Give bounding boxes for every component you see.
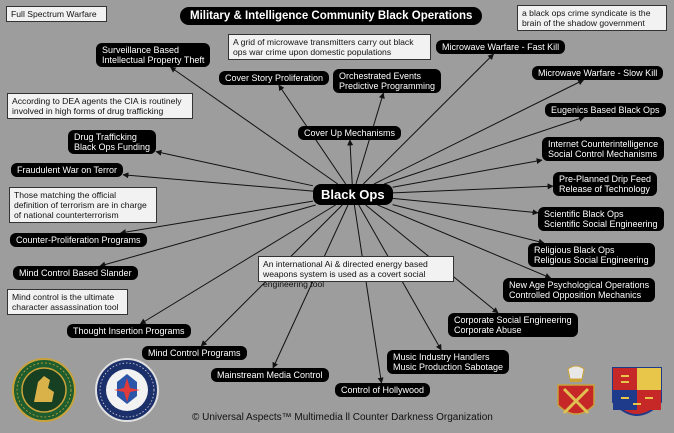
node-religious-line2: Religious Social Engineering [534,255,649,265]
node-orchestrated-line1: Orchestrated Events [339,71,422,81]
edge-drip [392,183,554,194]
edge-internet [392,158,543,188]
node-corporate-line1: Corporate Social Engineering [454,315,572,325]
node-hollywood-line1: Control of Hollywood [341,385,425,395]
node-internet-line2: Social Control Mechanisms [548,149,658,159]
node-hollywood: Control of Hollywood [335,383,431,397]
note-microwave-grid: A grid of microwave transmitters carry o… [228,34,431,60]
node-eugenics-line1: Eugenics Based Black Ops [551,105,660,115]
node-media-line1: Mainstream Media Control [217,370,323,380]
node-counter-prolif: Counter-Proliferation Programs [10,233,147,247]
node-music-line2: Music Production Sabotage [393,362,504,372]
node-cover-up: Cover Up Mechanisms [298,126,402,140]
node-corporate-line2: Corporate Abuse [454,325,522,335]
node-drug-line2: Black Ops Funding [74,142,151,152]
edge-mw-fast [362,53,495,185]
node-eugenics: Eugenics Based Black Ops [545,103,666,117]
node-scientific-line2: Scientific Social Engineering [544,219,658,229]
node-slander: Mind Control Based Slander [13,266,138,280]
edge-eugenics [384,115,585,185]
node-mw-fast-line1: Microwave Warfare - Fast Kill [442,42,560,52]
cia-seal-icon [95,358,159,422]
node-music-line1: Music Industry Handlers [393,352,490,362]
node-drip-line2: Release of Technology [559,184,650,194]
note-terrorism: Those matching the official definition o… [9,187,157,223]
note-full-spectrum: Full Spectrum Warfare [6,6,107,22]
node-war-terror: Fraudulent War on Terror [11,163,124,177]
node-thought: Thought Insertion Programs [67,324,191,338]
node-counter-prolif-line1: Counter-Proliferation Programs [16,235,141,245]
node-cover-story: Cover Story Proliferation [219,71,330,85]
edge-slander [99,204,316,268]
diagram-title: Military & Intelligence Community Black … [180,7,483,25]
node-new-age-line1: New Age Psychological Operations [509,280,650,290]
node-war-terror-line1: Fraudulent War on Terror [17,165,118,175]
edge-surveillance [169,66,339,185]
node-mc-programs-line1: Mind Control Programs [148,348,241,358]
footer-credit: © Universal Aspects™ Multimedia ll Count… [192,412,493,423]
node-surveillance-line1: Surveillance Based [102,45,180,55]
node-internet-line1: Internet Counterintelligence [548,139,659,149]
node-mw-slow: Microwave Warfare - Slow Kill [532,66,664,80]
royal-coat-of-arms-icon [612,367,662,416]
node-scientific-line1: Scientific Black Ops [544,209,624,219]
node-thought-line1: Thought Insertion Programs [73,326,185,336]
army-psyops-seal-icon [12,358,76,422]
node-orchestrated-line2: Predictive Programming [339,81,436,91]
note-ai-weapons: An international Ai & directed energy ba… [258,256,454,289]
node-new-age-line2: Controlled Opposition Mechanics [509,290,642,300]
edge-hollywood [353,204,384,384]
node-cover-up-line1: Cover Up Mechanisms [304,128,396,138]
edge-cover-up [347,139,354,185]
edge-religious [392,204,545,245]
node-mw-slow-line1: Microwave Warfare - Slow Kill [538,68,658,78]
papal-coat-of-arms-icon [557,365,595,415]
note-crime-syndicate: a black ops crime syndicate is the brain… [517,5,667,31]
node-slander-line1: Mind Control Based Slander [19,268,132,278]
edge-new-age [377,204,552,279]
note-dea: According to DEA agents the CIA is routi… [7,93,193,119]
edge-drug [155,149,314,187]
edge-counter-prolif [119,200,314,236]
node-surveillance-line2: Intellectual Property Theft [102,55,205,65]
node-drug-line1: Drug Trafficking [74,132,137,142]
edge-war-terror [122,172,314,192]
edge-mw-slow [373,79,585,185]
node-mw-fast: Microwave Warfare - Fast Kill [436,40,566,54]
node-mc-programs: Mind Control Programs [142,346,247,360]
node-cover-story-line1: Cover Story Proliferation [225,73,324,83]
note-mind-control: Mind control is the ultimate character a… [7,289,128,315]
edge-scientific [392,197,539,216]
edge-thought [139,204,336,325]
edge-media [272,204,349,369]
node-media: Mainstream Media Control [211,368,329,382]
node-religious-line1: Religious Black Ops [534,245,615,255]
center-node-black-ops: Black Ops [313,184,393,205]
node-drip-line1: Pre-Planned Drip Feed [559,174,652,184]
